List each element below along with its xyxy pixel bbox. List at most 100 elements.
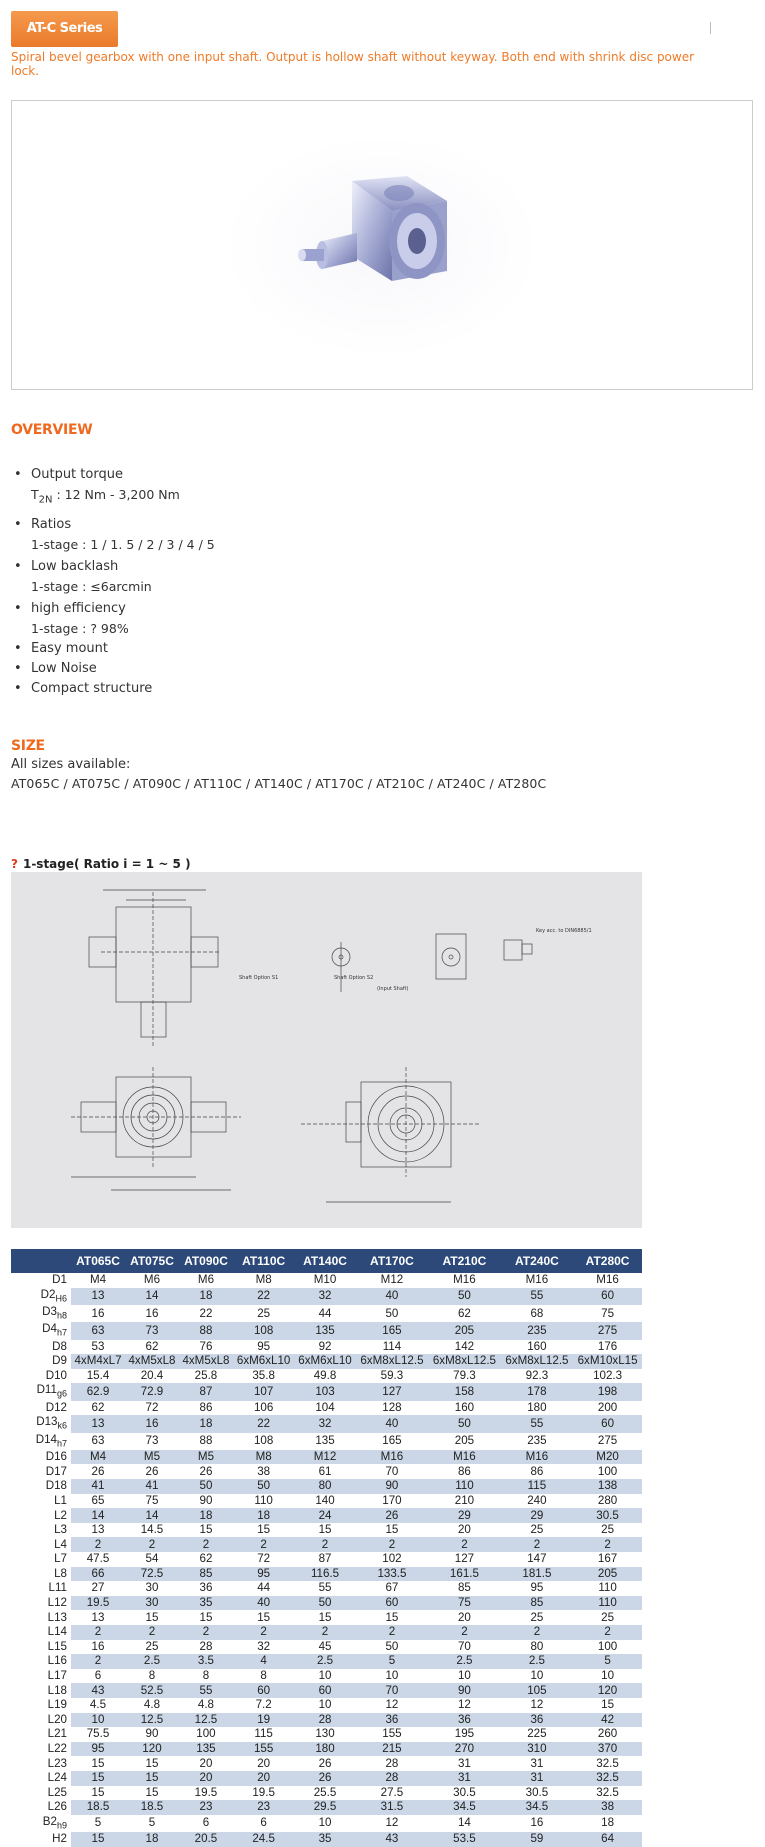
table-cell: M10 bbox=[313, 1273, 337, 1287]
table-cell: 310 bbox=[500, 1741, 574, 1757]
dimension-name: L4 bbox=[54, 1537, 67, 1551]
dimension-label: D11g6 bbox=[11, 1383, 71, 1400]
table-cell: 34.5 bbox=[500, 1800, 574, 1815]
table-cell: 27.5 bbox=[380, 1785, 404, 1799]
spec-header-row: AT065C AT075C AT090C AT110C AT140C AT170… bbox=[11, 1249, 642, 1273]
table-cell: 15 bbox=[71, 1770, 125, 1786]
table-cell: 215 bbox=[355, 1741, 429, 1757]
model-header: AT065C bbox=[71, 1249, 125, 1273]
table-cell: 28 bbox=[355, 1770, 429, 1786]
table-cell: 60 bbox=[294, 1683, 356, 1698]
dimension-name: L16 bbox=[47, 1654, 67, 1668]
table-cell: 6xM8xL12.5 bbox=[428, 1354, 501, 1369]
table-cell: 30.5 bbox=[453, 1785, 476, 1799]
table-cell: 2 bbox=[500, 1624, 574, 1640]
table-cell: 5 bbox=[94, 1816, 102, 1830]
dimension-label: L7 bbox=[11, 1552, 71, 1567]
dimension-label: L19 bbox=[11, 1698, 71, 1713]
dimension-name: D16 bbox=[45, 1450, 67, 1464]
table-cell: 50 bbox=[428, 1415, 501, 1433]
dimension-tolerance: h9 bbox=[56, 1820, 67, 1830]
dimension-label: D13k6 bbox=[11, 1415, 71, 1432]
table-cell: 2 bbox=[71, 1537, 125, 1552]
table-cell: 100 bbox=[597, 1464, 618, 1478]
table-cell: 19.5 bbox=[71, 1595, 125, 1611]
table-cell: M4 bbox=[71, 1449, 125, 1465]
dimension-label: L15 bbox=[11, 1640, 71, 1655]
table-cell: 2 bbox=[428, 1624, 501, 1640]
table-cell: 115 bbox=[500, 1479, 574, 1494]
table-cell: 240 bbox=[527, 1493, 547, 1507]
table-cell: 50 bbox=[428, 1287, 501, 1305]
dimension-label: D4h7 bbox=[11, 1322, 71, 1339]
table-cell: 55 bbox=[318, 1581, 332, 1595]
table-cell: 60 bbox=[573, 1415, 642, 1433]
table-cell: 18.5 bbox=[124, 1800, 179, 1815]
dimension-name: L24 bbox=[47, 1771, 67, 1785]
table-cell: 95 bbox=[71, 1741, 125, 1757]
dimension-name: H2 bbox=[52, 1832, 67, 1846]
table-cell: 2 bbox=[573, 1624, 642, 1640]
dimension-tolerance: h8 bbox=[56, 1310, 67, 1321]
dimension-label: L17 bbox=[11, 1669, 71, 1684]
table-cell: 6xM6xL10 bbox=[232, 1354, 295, 1369]
table-cell: M5 bbox=[178, 1449, 233, 1465]
table-cell: 62.9 bbox=[71, 1383, 125, 1401]
dimension-name: D8 bbox=[52, 1339, 67, 1353]
series-tab[interactable]: AT-C Series bbox=[11, 11, 118, 47]
table-cell: 15 bbox=[318, 1523, 332, 1537]
model-header: AT170C bbox=[355, 1249, 429, 1273]
table-cell: 270 bbox=[428, 1741, 501, 1757]
dimension-label: D17 bbox=[11, 1464, 71, 1479]
table-cell: 114 bbox=[382, 1339, 402, 1353]
table-cell: 6 bbox=[94, 1669, 102, 1683]
feature-detail: 1-stage : ? 98% bbox=[31, 620, 129, 636]
table-cell: 25 bbox=[530, 1523, 544, 1537]
table-cell: 2.5 bbox=[294, 1654, 356, 1669]
table-cell: 22 bbox=[199, 1306, 213, 1320]
table-cell: 26 bbox=[294, 1770, 356, 1786]
table-cell: 14 bbox=[124, 1287, 179, 1305]
table-cell: 52.5 bbox=[124, 1683, 179, 1698]
dimension-name: L20 bbox=[47, 1712, 67, 1726]
table-cell: 2.5 bbox=[124, 1654, 179, 1669]
spec-header-blank bbox=[11, 1249, 71, 1273]
dimension-tolerance: h7 bbox=[56, 1437, 67, 1448]
table-cell: 15 bbox=[199, 1523, 213, 1537]
feature-label: Output torque bbox=[31, 467, 123, 482]
dimension-label: H2 bbox=[11, 1832, 71, 1847]
table-cell: 127 bbox=[454, 1552, 475, 1566]
table-cell: 61 bbox=[318, 1464, 332, 1478]
table-cell: 104 bbox=[315, 1400, 335, 1414]
table-cell: 20 bbox=[257, 1756, 271, 1770]
table-cell: 41 bbox=[71, 1479, 125, 1494]
model-header: AT110C bbox=[232, 1249, 295, 1273]
table-cell: 50 bbox=[294, 1595, 356, 1611]
drawing-label-key: Key acc. to DIN6885/1 bbox=[536, 928, 592, 934]
table-cell: 36 bbox=[500, 1712, 574, 1728]
table-cell: 107 bbox=[232, 1383, 295, 1401]
table-cell: 15 bbox=[91, 1785, 105, 1799]
table-cell: 49.8 bbox=[313, 1369, 337, 1383]
table-cell: 135 bbox=[294, 1322, 356, 1340]
feature-easy-mount: Easy mount bbox=[14, 639, 215, 659]
table-cell: 195 bbox=[454, 1727, 475, 1741]
table-cell: 198 bbox=[573, 1383, 642, 1401]
table-cell: 10 bbox=[457, 1669, 471, 1683]
size-available-label: All sizes available: bbox=[11, 757, 131, 772]
table-cell: 15 bbox=[145, 1610, 159, 1624]
table-cell: 135 bbox=[315, 1434, 335, 1448]
table-cell: 180 bbox=[294, 1741, 356, 1757]
dimension-label: L3 bbox=[11, 1523, 71, 1538]
table-cell: M16 bbox=[596, 1273, 619, 1287]
dimension-label: D12 bbox=[11, 1401, 71, 1416]
dimension-label: D9 bbox=[11, 1354, 71, 1369]
